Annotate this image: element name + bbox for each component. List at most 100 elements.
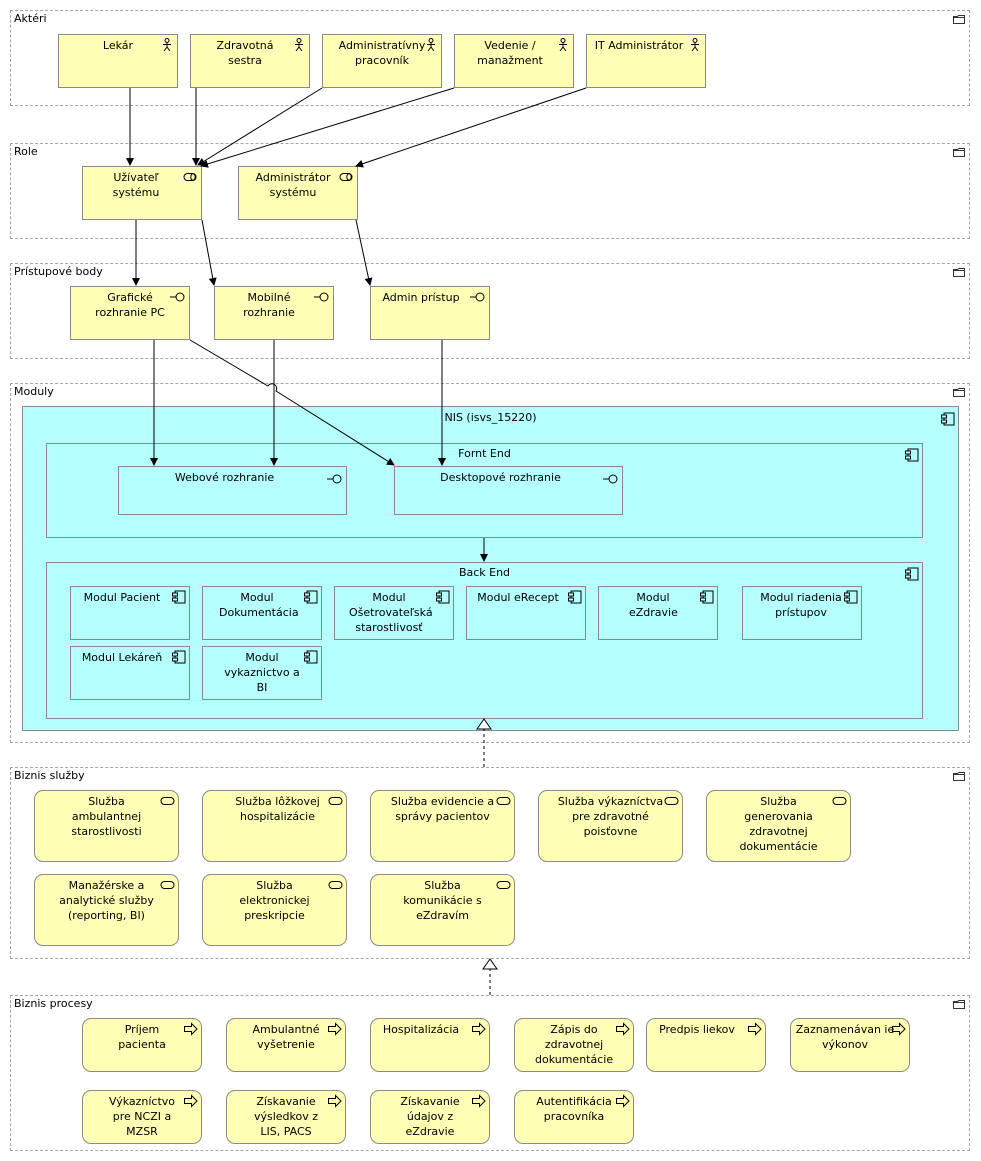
actor-admin-pracovnik[interactable]: Administratívny pracovník xyxy=(322,34,442,88)
role-uzivatel[interactable]: Užívateľ systému xyxy=(82,166,202,220)
module-vykaznictvo[interactable]: Modul vykaznictvo a BI xyxy=(202,646,322,700)
process-arrow-icon xyxy=(472,1094,486,1108)
actor-it-admin[interactable]: IT Administrátor xyxy=(586,34,706,88)
component-icon xyxy=(844,590,858,604)
access-mobil-label: Mobilné rozhranie xyxy=(243,291,295,319)
service-ambulantna[interactable]: Služba ambulantnej starostlivosti xyxy=(34,790,179,862)
module-pacient-label: Modul Pacient xyxy=(83,591,161,604)
actor-sestra[interactable]: Zdravotná sestra xyxy=(190,34,310,88)
folder-icon xyxy=(953,148,965,157)
role-admin-systemu[interactable]: Administrátor systému xyxy=(238,166,358,220)
module-erecept[interactable]: Modul eRecept xyxy=(466,586,586,640)
actor-vedenie[interactable]: Vedenie / manažment xyxy=(454,34,574,88)
service-lozkova-label: Služba lôžkovej hospitalizácie xyxy=(235,795,320,823)
process-arrow-icon xyxy=(184,1022,198,1036)
folder-icon xyxy=(953,1000,965,1009)
module-riadenie[interactable]: Modul riadenia prístupov xyxy=(742,586,862,640)
module-vykaznictvo-label: Modul vykaznictvo a BI xyxy=(224,651,300,694)
group-business-processes xyxy=(10,995,970,1151)
actor-vedenie-label: Vedenie / manažment xyxy=(477,39,543,67)
service-icon xyxy=(832,797,847,805)
service-ambulantna-label: Služba ambulantnej starostlivosti xyxy=(71,795,142,838)
process-lis[interactable]: Získavanie výsledkov z LIS, PACS xyxy=(226,1090,346,1144)
process-zapis-label: Zápis do zdravotnej dokumentácie xyxy=(535,1023,614,1066)
actor-admin-pracovnik-label: Administratívny pracovník xyxy=(338,39,426,67)
service-vykaznictvo[interactable]: Služba výkazníctva pre zdravotné poisťov… xyxy=(538,790,683,862)
role-icon xyxy=(183,173,197,181)
process-zaznamenavanie[interactable]: Zaznamenávan ie výkonov xyxy=(790,1018,910,1072)
module-erecept-label: Modul eRecept xyxy=(477,591,559,604)
process-ezdravie-label: Získavanie údajov z eZdravie xyxy=(400,1095,460,1138)
desktop-interface-label: Desktopové rozhranie xyxy=(440,471,561,484)
process-autentifikacia[interactable]: Autentifikácia pracovníka xyxy=(514,1090,634,1144)
component-icon xyxy=(905,448,919,462)
service-icon xyxy=(496,881,511,889)
process-hospitalizacia[interactable]: Hospitalizácia xyxy=(370,1018,490,1072)
module-osetrovatelska-label: Modul Ošetrovateľská starostlivosť xyxy=(349,591,433,634)
web-interface[interactable]: Webové rozhranie xyxy=(118,466,347,515)
process-prijem-label: Príjem pacienta xyxy=(118,1023,166,1051)
group-access xyxy=(10,263,970,359)
process-hospitalizacia-label: Hospitalizácia xyxy=(382,1023,460,1036)
access-mobil[interactable]: Mobilné rozhranie xyxy=(214,286,334,340)
module-lekaren[interactable]: Modul Lekáreň xyxy=(70,646,190,700)
interface-icon xyxy=(170,292,185,302)
component-icon xyxy=(304,590,318,604)
component-icon xyxy=(172,650,186,664)
module-ezdravie-label: Modul eZdravie xyxy=(629,591,678,619)
service-komunikacia-label: Služba komunikácie s eZdravím xyxy=(403,879,482,922)
actor-icon xyxy=(559,38,567,52)
process-arrow-icon xyxy=(616,1094,630,1108)
service-preskripcia[interactable]: Služba elektronickej preskripcie xyxy=(202,874,347,946)
module-dokumentacia-label: Modul Dokumentácia xyxy=(219,591,299,619)
module-ezdravie[interactable]: Modul eZdravie xyxy=(598,586,718,640)
module-osetrovatelska[interactable]: Modul Ošetrovateľská starostlivosť xyxy=(334,586,454,640)
service-manazerske[interactable]: Manažérske a analytické služby (reportin… xyxy=(34,874,179,946)
process-ezdravie[interactable]: Získavanie údajov z eZdravie xyxy=(370,1090,490,1144)
process-autentifikacia-label: Autentifikácia pracovníka xyxy=(536,1095,612,1123)
access-admin[interactable]: Admin prístup xyxy=(370,286,490,340)
actor-lekar[interactable]: Lekár xyxy=(58,34,178,88)
access-pc-label: Grafické rozhranie PC xyxy=(95,291,165,319)
component-icon xyxy=(172,590,186,604)
service-generovanie[interactable]: Služba generovania zdravotnej dokumentác… xyxy=(706,790,851,862)
process-vykaznictvo-nczi[interactable]: Výkazníctvo pre NCZI a MZSR xyxy=(82,1090,202,1144)
group-actors-label: Aktéri xyxy=(14,12,47,25)
process-arrow-icon xyxy=(328,1022,342,1036)
role-icon xyxy=(339,173,353,181)
access-pc[interactable]: Grafické rozhranie PC xyxy=(70,286,190,340)
service-icon xyxy=(328,881,343,889)
process-prijem[interactable]: Príjem pacienta xyxy=(82,1018,202,1072)
role-admin-systemu-label: Administrátor systému xyxy=(255,171,331,199)
service-vykaznictvo-label: Služba výkazníctva pre zdravotné poisťov… xyxy=(557,795,664,838)
desktop-interface[interactable]: Desktopové rozhranie xyxy=(394,466,623,515)
process-predpis[interactable]: Predpis liekov xyxy=(646,1018,766,1072)
interface-icon xyxy=(327,474,342,484)
service-preskripcia-label: Služba elektronickej preskripcie xyxy=(239,879,310,922)
interface-icon xyxy=(603,474,618,484)
service-lozkova[interactable]: Služba lôžkovej hospitalizácie xyxy=(202,790,347,862)
nis-system-label: NIS (isvs_15220) xyxy=(444,411,537,424)
actor-icon xyxy=(691,38,699,52)
process-vykaznictvo-nczi-label: Výkazníctvo pre NCZI a MZSR xyxy=(108,1095,176,1138)
process-ambulantne[interactable]: Ambulantné vyšetrenie xyxy=(226,1018,346,1072)
module-pacient[interactable]: Modul Pacient xyxy=(70,586,190,640)
service-generovanie-label: Služba generovania zdravotnej dokumentác… xyxy=(739,795,818,853)
service-evidencia[interactable]: Služba evidencie a správy pacientov xyxy=(370,790,515,862)
process-ambulantne-label: Ambulantné vyšetrenie xyxy=(252,1023,320,1051)
folder-icon xyxy=(953,772,965,781)
actor-icon xyxy=(427,38,435,52)
process-arrow-icon xyxy=(328,1094,342,1108)
service-manazerske-label: Manažérske a analytické služby (reportin… xyxy=(59,879,154,922)
module-dokumentacia[interactable]: Modul Dokumentácia xyxy=(202,586,322,640)
component-icon xyxy=(905,567,919,581)
service-komunikacia[interactable]: Služba komunikácie s eZdravím xyxy=(370,874,515,946)
folder-icon xyxy=(953,268,965,277)
service-icon xyxy=(160,797,175,805)
component-icon xyxy=(568,590,582,604)
actor-icon xyxy=(295,38,303,52)
module-riadenie-label: Modul riadenia prístupov xyxy=(760,591,842,619)
process-zapis[interactable]: Zápis do zdravotnej dokumentácie xyxy=(514,1018,634,1072)
service-icon xyxy=(664,797,679,805)
group-roles-label: Role xyxy=(14,145,38,158)
